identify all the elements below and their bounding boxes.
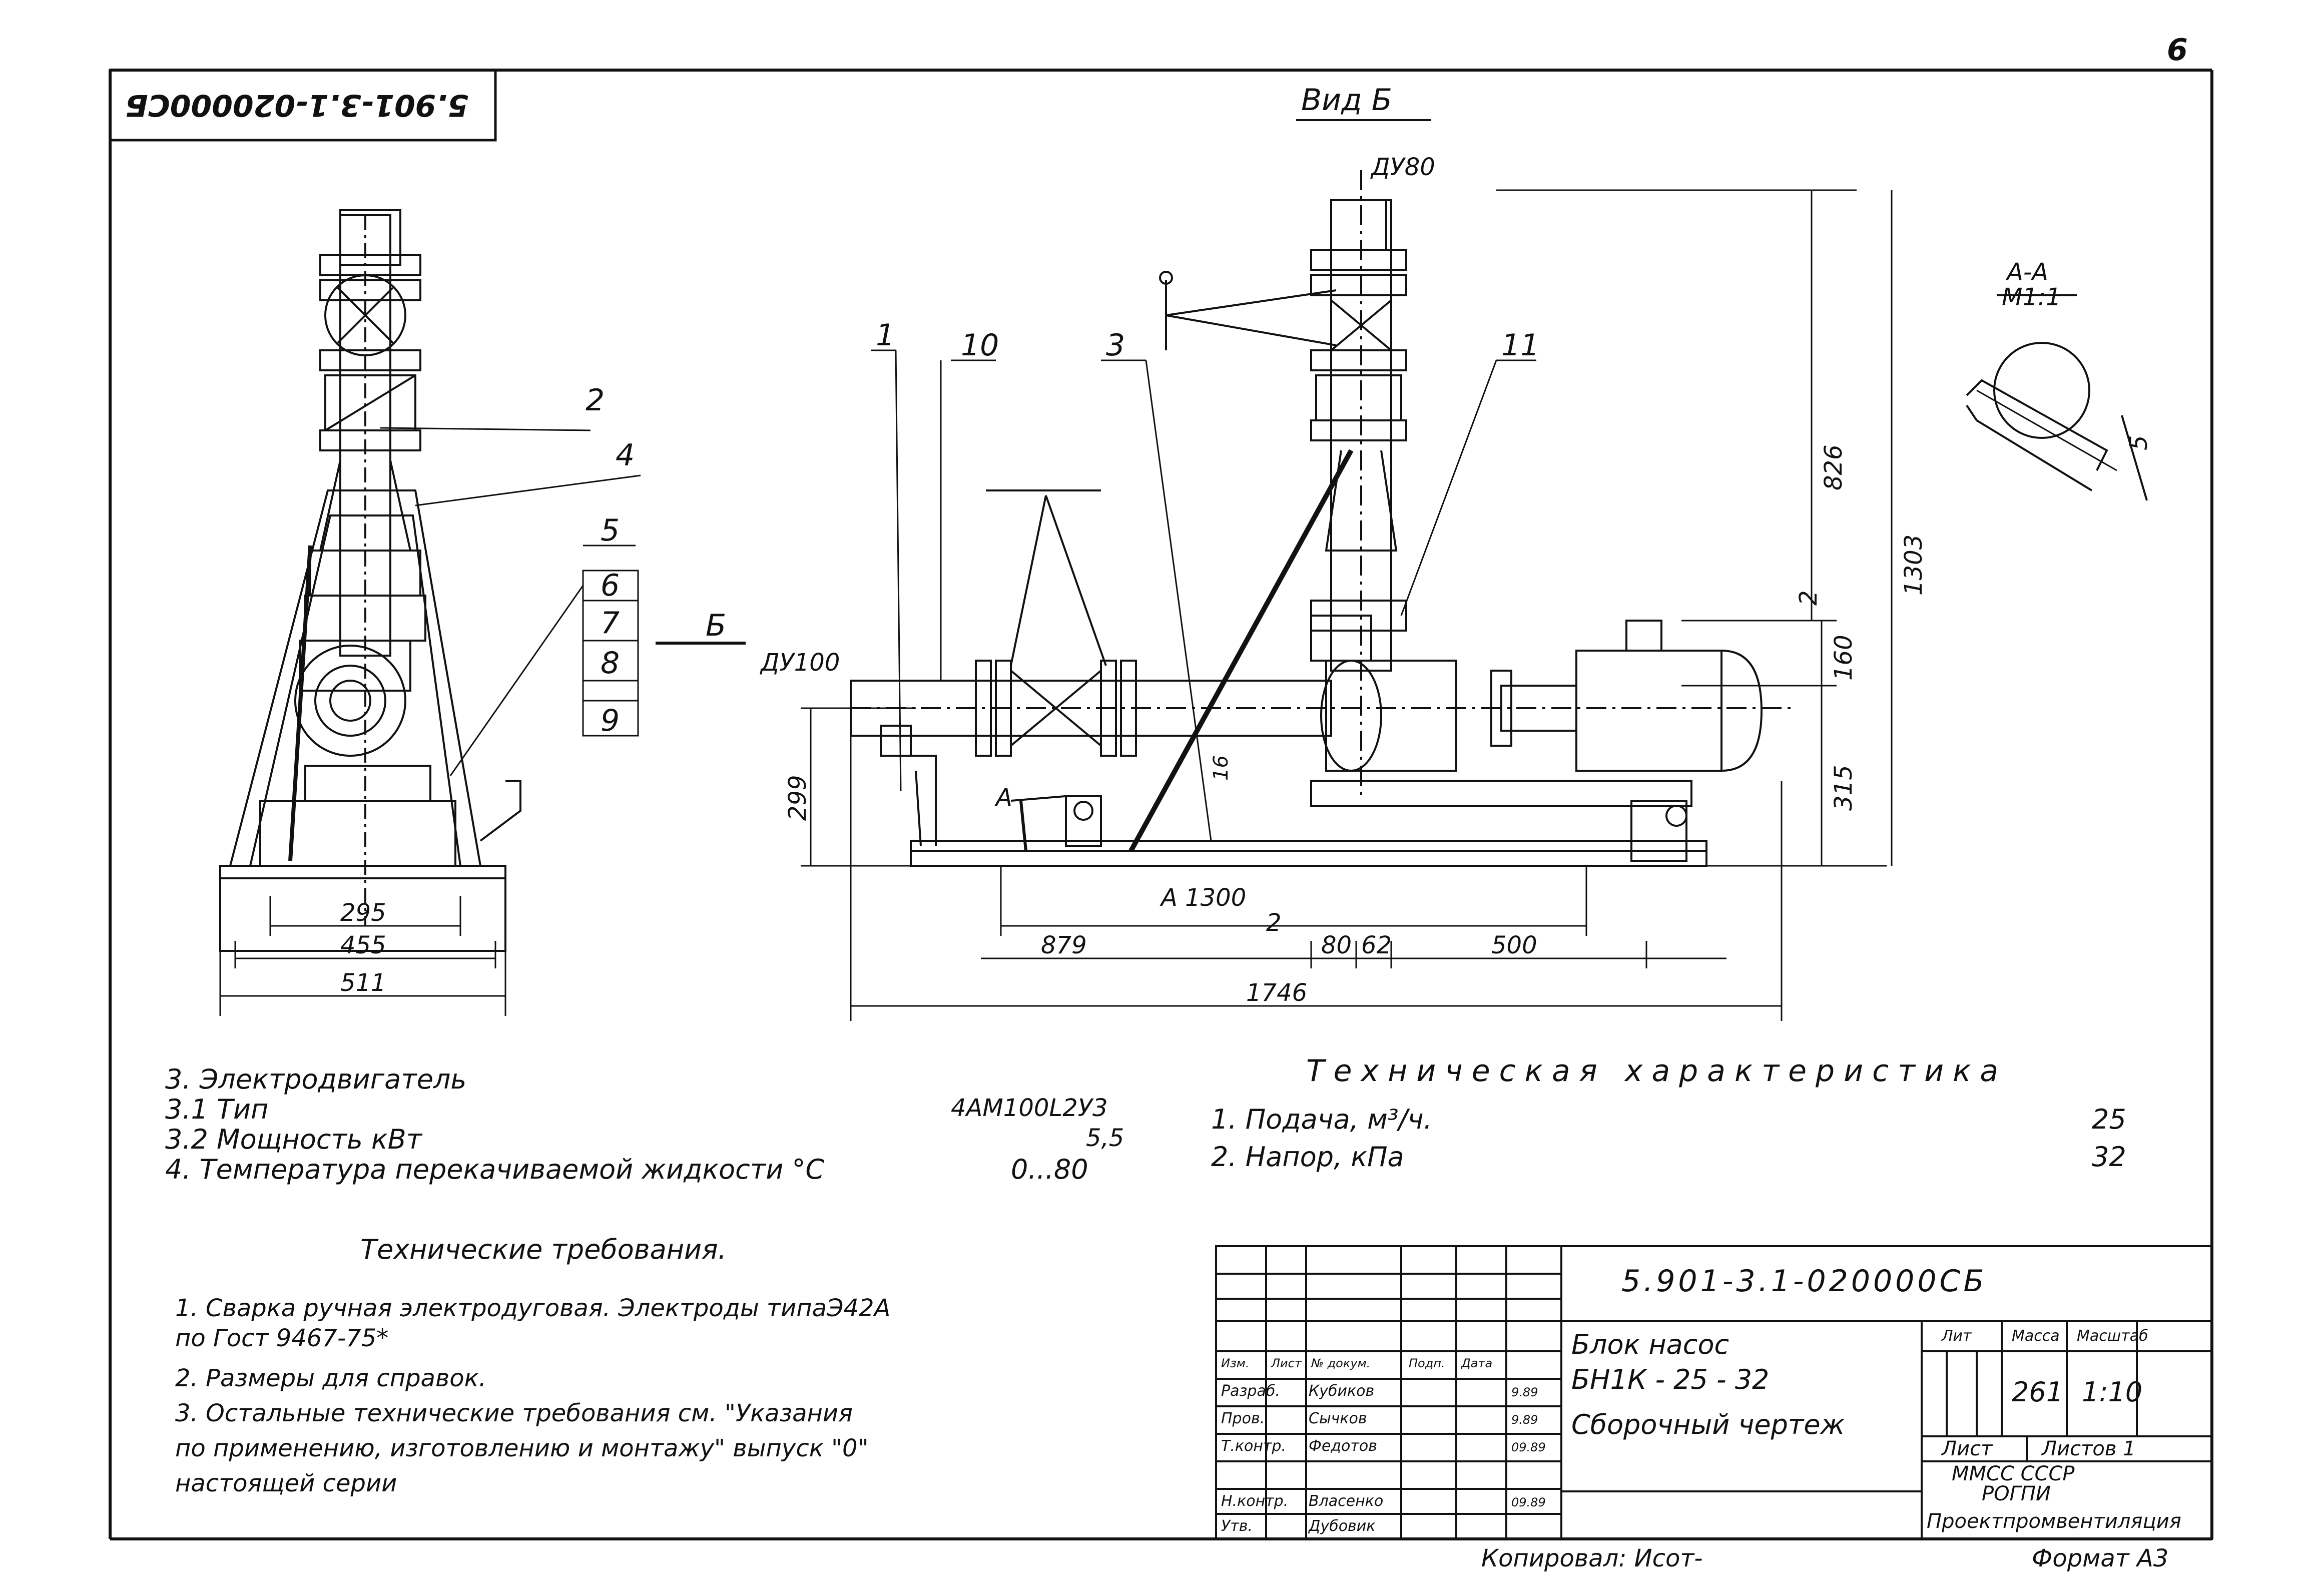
callout-9: 9 [601, 703, 620, 738]
signer-date: 09.89 [1511, 1495, 1546, 1509]
tech-req-line: 1. Сварка ручная электродуговая. Электро… [175, 1294, 891, 1322]
dim-455: 455 [340, 931, 386, 959]
org-line: ММСС СССР [1952, 1462, 2075, 1485]
tech-characteristic-title: Техническая характеристика [1306, 1053, 2008, 1089]
section-aa-title: А-А [2007, 258, 2048, 286]
header-cell: Подп. [1409, 1356, 1445, 1370]
header-cell: Лист [1271, 1356, 1302, 1370]
copied-by: Копировал: Исот- [1481, 1544, 1703, 1572]
tech-char-value: 32 [2092, 1141, 2126, 1173]
callout-5: 5 [601, 513, 620, 548]
dim-2-side: 2 [1795, 590, 1823, 606]
callout-1: 1 [876, 318, 895, 353]
rotated-document-code: 5.901-3.1-020000СБ [125, 88, 469, 123]
weld-size: 5 [2125, 435, 2153, 450]
dim-16: 16 [1210, 755, 1233, 781]
dim-299: 299 [784, 775, 812, 821]
signer-date: 9.89 [1511, 1385, 1538, 1399]
title-sheets: Листов 1 [2042, 1437, 2136, 1460]
callout-2: 2 [586, 383, 605, 418]
callout-11: 11 [1501, 328, 1540, 363]
col-mass: Масса [2012, 1327, 2060, 1345]
header-cell: Изм. [1221, 1356, 1250, 1370]
header-cell: Дата [1461, 1356, 1493, 1370]
dim-80: 80 [1321, 931, 1352, 959]
signer-role: Н.контр. [1221, 1492, 1289, 1510]
title-name-line: БН1К - 25 - 32 [1571, 1364, 1770, 1395]
tech-req-line: настоящей серии [175, 1469, 397, 1497]
signer-role: Разраб. [1221, 1382, 1280, 1400]
signer-date: 9.89 [1511, 1413, 1538, 1427]
page-number: 6 [2167, 33, 2188, 68]
callout-7: 7 [601, 606, 620, 641]
callout-4: 4 [616, 438, 635, 473]
title-doc-code: 5.901-3.1-020000СБ [1621, 1264, 1987, 1299]
col-scale: Масштаб [2077, 1327, 2148, 1345]
dim-2-bottom: 2 [1266, 909, 1282, 937]
spec-line-value: 0...80 [1011, 1154, 1088, 1185]
callout-10: 10 [961, 328, 999, 363]
signer-name: Дубовик [1309, 1517, 1376, 1535]
tech-req-title: Технические требования. [360, 1234, 727, 1265]
dim-160: 160 [1830, 635, 1858, 681]
tech-char-label: 1. Подача, м³/ч. [1211, 1104, 1432, 1135]
tech-req-line: 3. Остальные технические требования см. … [175, 1399, 853, 1427]
org-line: РОГПИ [1982, 1482, 2051, 1505]
tech-req-line: 2. Размеры для справок. [175, 1364, 486, 1392]
dim-62: 62 [1361, 931, 1392, 959]
dim-315: 315 [1830, 765, 1858, 811]
signer-name: Власенко [1309, 1492, 1384, 1510]
spec-line-label: 3.1 Тип [165, 1094, 269, 1125]
col-lit: Лит [1942, 1327, 1972, 1345]
title-scale: 1:10 [2082, 1376, 2143, 1408]
tech-req-line: по Гост 9467-75* [175, 1324, 389, 1352]
signer-role: Т.контр. [1221, 1437, 1287, 1455]
section-aa-detail [1966, 294, 2148, 501]
signer-role: Пров. [1221, 1410, 1265, 1427]
org-line: Проектпромвентиляция [1927, 1510, 2181, 1533]
callout-8: 8 [601, 646, 620, 681]
title-doc-type: Сборочный чертеж [1571, 1409, 1845, 1440]
tech-char-label: 2. Напор, кПа [1211, 1141, 1404, 1173]
spec-line-value: 4АМ100L2У3 [951, 1094, 1108, 1122]
spec-line-label: 3. Электродвигатель [165, 1063, 467, 1095]
callout-3: 3 [1106, 328, 1125, 363]
sheet-format: Формат А3 [2032, 1544, 2169, 1572]
title-block-lines [1215, 1245, 2213, 1540]
title-sheet: Лист [1942, 1437, 1993, 1460]
section-aa-scale: М1:1 [2002, 283, 2061, 311]
spec-line-label: 4. Температура перекачиваемой жидкости °… [165, 1154, 825, 1185]
dim-1303: 1303 [1900, 534, 1928, 596]
signer-date: 09.89 [1511, 1440, 1546, 1454]
signer-role: Утв. [1221, 1517, 1253, 1535]
dim-879: 879 [1041, 931, 1087, 959]
dim-500: 500 [1491, 931, 1537, 959]
tech-char-value: 25 [2092, 1104, 2126, 1135]
view-label: Вид Б [1301, 83, 1392, 118]
section-label-a1300: А 1300 [1161, 884, 1247, 912]
dim-826: 826 [1820, 444, 1848, 490]
side-view [219, 209, 746, 1016]
signer-name: Федотов [1309, 1437, 1377, 1455]
tech-req-line: по применению, изготовлению и монтажу" в… [175, 1434, 869, 1462]
signer-name: Сычков [1309, 1410, 1367, 1427]
callout-6: 6 [601, 568, 620, 603]
dim-511: 511 [340, 969, 386, 997]
nozzle-du100: ДУ100 [761, 649, 840, 677]
section-mark-b: Б [706, 608, 727, 643]
header-cell: № докум. [1311, 1356, 1371, 1370]
title-mass: 261 [2012, 1376, 2064, 1408]
section-mark-a: А [996, 784, 1012, 812]
dim-1746: 1746 [1246, 979, 1308, 1007]
spec-line-label: 3.2 Мощность кВт [165, 1124, 422, 1155]
dim-295: 295 [340, 899, 386, 927]
nozzle-du80: ДУ80 [1371, 153, 1435, 181]
front-view [801, 170, 1893, 1021]
spec-line-value: 5,5 [1086, 1124, 1124, 1152]
signer-name: Кубиков [1309, 1382, 1375, 1400]
title-name-line: Блок насос [1571, 1329, 1729, 1360]
